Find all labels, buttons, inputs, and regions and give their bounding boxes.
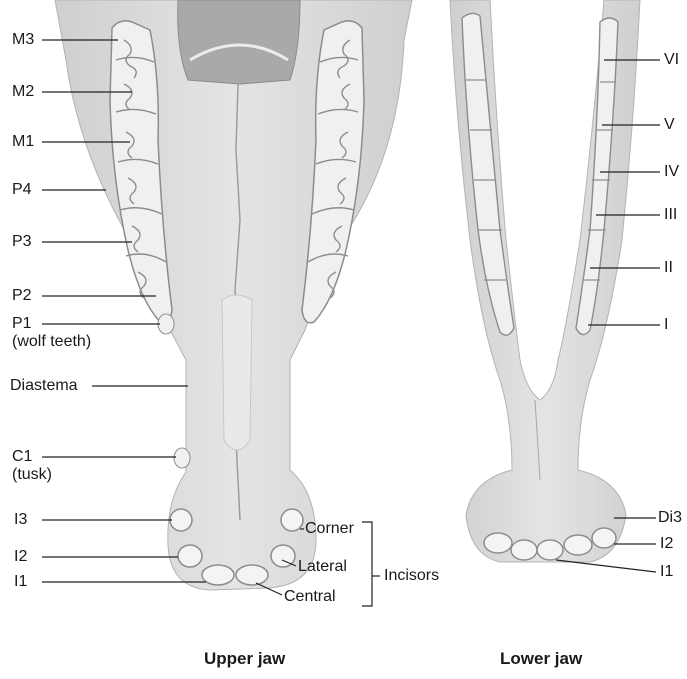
upper-jaw-illustration [55, 0, 412, 590]
label-upper-i2: I2 [14, 548, 27, 566]
nasal-cavity [178, 0, 300, 84]
label-diastema: Diastema [10, 377, 78, 395]
label-m3: M3 [12, 31, 34, 49]
label-vi: VI [664, 51, 679, 69]
label-corner: Corner [305, 520, 354, 538]
label-upper-i1: I1 [14, 573, 27, 591]
label-v: V [664, 116, 675, 134]
label-c1-note: (tusk) [12, 466, 52, 484]
label-m1: M1 [12, 133, 34, 151]
label-p1-note: (wolf teeth) [12, 333, 91, 351]
label-incisors: Incisors [384, 567, 439, 585]
label-p3: P3 [12, 233, 32, 251]
label-lower-i2: I2 [660, 535, 673, 553]
label-lateral: Lateral [298, 558, 347, 576]
caption-lower-jaw: Lower jaw [500, 649, 582, 669]
label-p2: P2 [12, 287, 32, 305]
label-upper-i3: I3 [14, 511, 27, 529]
upper-canine-tooth [174, 448, 190, 468]
label-lower-i1: I1 [660, 563, 673, 581]
label-i: I [664, 316, 668, 334]
label-di3: Di3 [658, 509, 682, 527]
label-central: Central [284, 588, 336, 606]
lower-jaw-illustration [450, 0, 640, 562]
label-c1: C1 [12, 448, 32, 466]
label-ii: II [664, 259, 673, 277]
label-iii: III [664, 206, 677, 224]
label-iv: IV [664, 163, 679, 181]
caption-upper-jaw: Upper jaw [204, 649, 285, 669]
label-p1: P1 [12, 315, 32, 333]
label-m2: M2 [12, 83, 34, 101]
label-p4: P4 [12, 181, 32, 199]
